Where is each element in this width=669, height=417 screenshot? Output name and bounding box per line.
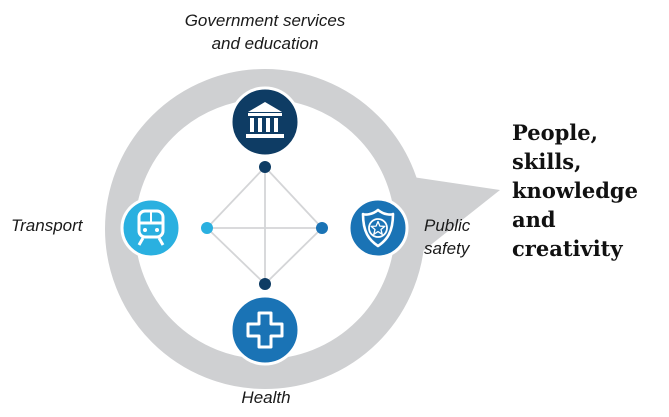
callout-line: knowledge bbox=[512, 178, 638, 203]
callout-line: creativity bbox=[512, 236, 623, 261]
callout-line: People, bbox=[512, 120, 598, 145]
label-government-line1: Government services bbox=[184, 11, 346, 30]
connector-top-right bbox=[264, 166, 323, 229]
government-building-icon bbox=[229, 86, 301, 158]
label-government-services: Government services and education bbox=[150, 9, 380, 55]
node-dot-left bbox=[201, 222, 213, 234]
label-transport: Transport bbox=[11, 216, 83, 235]
speech-tail bbox=[399, 175, 500, 270]
node-dot-top bbox=[259, 161, 271, 173]
node-dot-bottom bbox=[259, 278, 271, 290]
connector-network bbox=[206, 166, 323, 285]
connector-left-bottom bbox=[206, 227, 266, 285]
speech-ring bbox=[105, 69, 500, 389]
label-public-safety-line1: Public bbox=[424, 216, 471, 235]
label-public-safety-line2: safety bbox=[424, 239, 470, 258]
callout-text: People, skills, knowledge and creativity bbox=[512, 118, 638, 263]
train-icon bbox=[120, 197, 182, 259]
connector-right-bottom bbox=[264, 227, 323, 285]
label-health: Health bbox=[241, 388, 291, 407]
connector-top-left bbox=[206, 166, 266, 229]
label-government-line2: and education bbox=[211, 34, 319, 53]
label-public-safety: Public safety bbox=[424, 214, 470, 260]
node-dot-right bbox=[316, 222, 328, 234]
callout-line: skills, bbox=[512, 149, 582, 174]
police-badge-icon bbox=[347, 197, 409, 259]
medical-cross-icon bbox=[229, 294, 301, 366]
callout-line: and bbox=[512, 207, 556, 232]
